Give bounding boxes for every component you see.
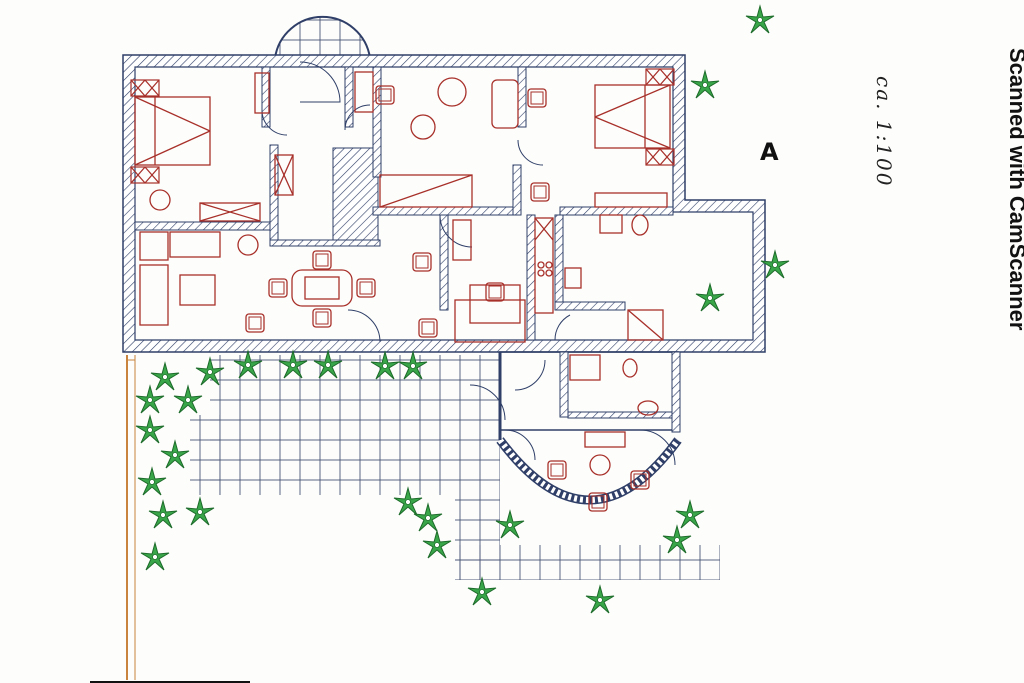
scanner-watermark: Scanned with CamScanner bbox=[1005, 48, 1024, 331]
scale-label: ca. 1:100 bbox=[872, 76, 896, 188]
door-swings bbox=[261, 61, 676, 466]
bay-window-top bbox=[273, 15, 372, 59]
furniture bbox=[130, 68, 675, 512]
annex-walls bbox=[496, 351, 682, 505]
north-marker: A bbox=[760, 138, 779, 166]
garden-fence bbox=[126, 355, 136, 680]
terrace-tiling bbox=[190, 355, 720, 580]
exterior-walls bbox=[122, 54, 766, 353]
interior-walls bbox=[134, 66, 674, 341]
